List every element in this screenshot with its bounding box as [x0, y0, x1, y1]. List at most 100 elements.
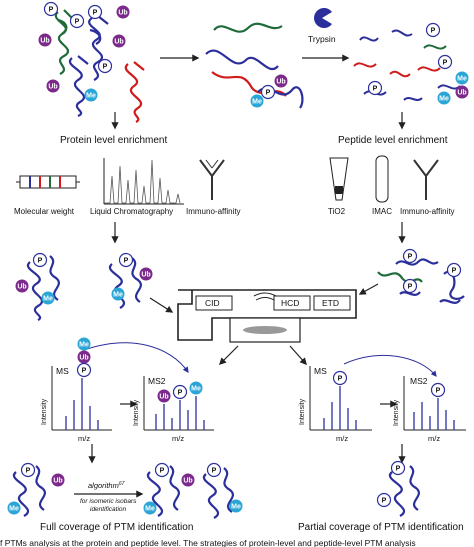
svg-text:Ub: Ub [40, 38, 49, 45]
mass-spectrometer-icon [177, 289, 357, 343]
me-badge: Me [250, 94, 264, 108]
svg-text:Ub: Ub [114, 39, 123, 46]
me-badge: Me [143, 501, 157, 515]
svg-text:Ub: Ub [276, 79, 285, 86]
me-badge: Me [111, 287, 125, 301]
mz-left-label: m/z [78, 434, 90, 443]
p-badge: P [430, 382, 446, 398]
ms-spectrum-right [309, 366, 372, 431]
me-badge: Me [229, 499, 243, 513]
svg-text:P: P [408, 284, 413, 291]
ub-badge: Ub [181, 473, 195, 487]
ub-badge: Ub [46, 79, 60, 93]
p-badge: P [172, 384, 188, 400]
ub-badge: Ub [116, 5, 130, 19]
svg-text:Me: Me [252, 99, 262, 106]
intensity-left-label: Intensity [41, 398, 48, 425]
ub-badge: Ub [77, 350, 91, 364]
p-badge: P [367, 80, 383, 96]
me-badge: Me [455, 71, 469, 85]
hcd-label: HCD [281, 298, 299, 308]
svg-text:P: P [452, 268, 457, 275]
ms-right-label: MS [314, 366, 327, 376]
svg-text:Me: Me [43, 296, 53, 303]
svg-text:Me: Me [113, 292, 123, 299]
ub-badge: Ub [51, 473, 65, 487]
p-badge: P [118, 252, 134, 268]
p-badge: P [425, 22, 441, 38]
ub-badge: Ub [112, 34, 126, 48]
arrow-ms-out-left [218, 345, 239, 366]
svg-text:Me: Me [9, 506, 19, 513]
etd-label: ETD [322, 298, 339, 308]
me-badge: Me [437, 91, 451, 105]
intensity-left2-label: Intensity [133, 399, 140, 426]
protein-enrichment-title: Protein level enrichment [60, 135, 167, 146]
svg-text:Me: Me [145, 506, 155, 513]
full-coverage-label: Full coverage of PTM identification [40, 522, 193, 533]
svg-text:Ub: Ub [48, 84, 57, 91]
intensity-right-label: Intensity [299, 398, 306, 425]
svg-text:P: P [103, 64, 108, 71]
algorithm-label: algorithm67 [88, 481, 125, 490]
svg-text:P: P [26, 468, 31, 475]
immuno-affinity-right-label: Immuno-affinity [400, 207, 455, 216]
mz-right2-label: m/z [428, 434, 440, 443]
ptm-badges: P P P Ub Ub Ub Ub P Me P Me Ub P P P Me … [7, 1, 469, 515]
ms2-spectrum-right [403, 376, 466, 431]
svg-text:Ub: Ub [159, 394, 168, 401]
svg-text:P: P [443, 60, 448, 67]
ub-badge: Ub [274, 74, 288, 88]
ub-badge: Ub [157, 389, 171, 403]
liquid-chromatography-label: Liquid Chromatography [90, 207, 173, 216]
me-badge: Me [77, 337, 91, 351]
arrow-into-ms-right [358, 283, 379, 295]
partial-coverage-label: Partial coverage of PTM identification [298, 522, 464, 533]
mz-right-label: m/z [336, 434, 348, 443]
ub-badge: Ub [455, 85, 469, 99]
p-badge: P [76, 362, 92, 378]
svg-text:P: P [82, 368, 87, 375]
svg-text:P: P [431, 28, 436, 35]
p-badge: P [390, 460, 406, 476]
svg-text:Ub: Ub [17, 284, 26, 291]
ub-badge: Ub [38, 33, 52, 47]
algorithm-ref: 67 [119, 481, 125, 487]
svg-text:Ub: Ub [141, 272, 150, 279]
svg-text:Ub: Ub [79, 355, 88, 362]
svg-text:P: P [338, 376, 343, 383]
immuno-affinity-left-label: Immuno-affinity [186, 207, 241, 216]
p-badge: P [97, 58, 113, 74]
tio2-tip-icon [329, 157, 349, 201]
arrow-ms-out-right [289, 345, 307, 366]
svg-text:P: P [373, 86, 378, 93]
fragment-arc-right [343, 354, 437, 377]
svg-text:P: P [49, 7, 54, 14]
mz-left2-label: m/z [172, 434, 184, 443]
svg-text:Me: Me [231, 504, 241, 511]
svg-text:P: P [38, 258, 43, 265]
algorithm-note-2: identification [90, 506, 127, 513]
me-badge: Me [41, 291, 55, 305]
ub-badge: Ub [139, 267, 153, 281]
ms2-right-label: MS2 [410, 376, 428, 386]
me-badge: Me [7, 501, 21, 515]
p-badge: P [446, 262, 462, 278]
svg-text:P: P [160, 468, 165, 475]
svg-text:Ub: Ub [457, 90, 466, 97]
svg-text:Me: Me [457, 76, 467, 83]
svg-text:P: P [408, 254, 413, 261]
algorithm-word: algorithm [88, 481, 119, 490]
svg-text:Me: Me [79, 342, 89, 349]
svg-text:P: P [75, 19, 80, 26]
svg-text:Me: Me [439, 96, 449, 103]
svg-text:P: P [93, 10, 98, 17]
ub-badge: Ub [15, 279, 29, 293]
intact-proteins-cluster [54, 9, 145, 123]
p-badge: P [43, 1, 59, 17]
svg-text:Ub: Ub [118, 10, 127, 17]
p-badge: P [87, 4, 103, 20]
identified-proteins-bottom [12, 465, 420, 519]
gel-lane-icon [16, 175, 80, 189]
imac-label: IMAC [372, 207, 392, 216]
